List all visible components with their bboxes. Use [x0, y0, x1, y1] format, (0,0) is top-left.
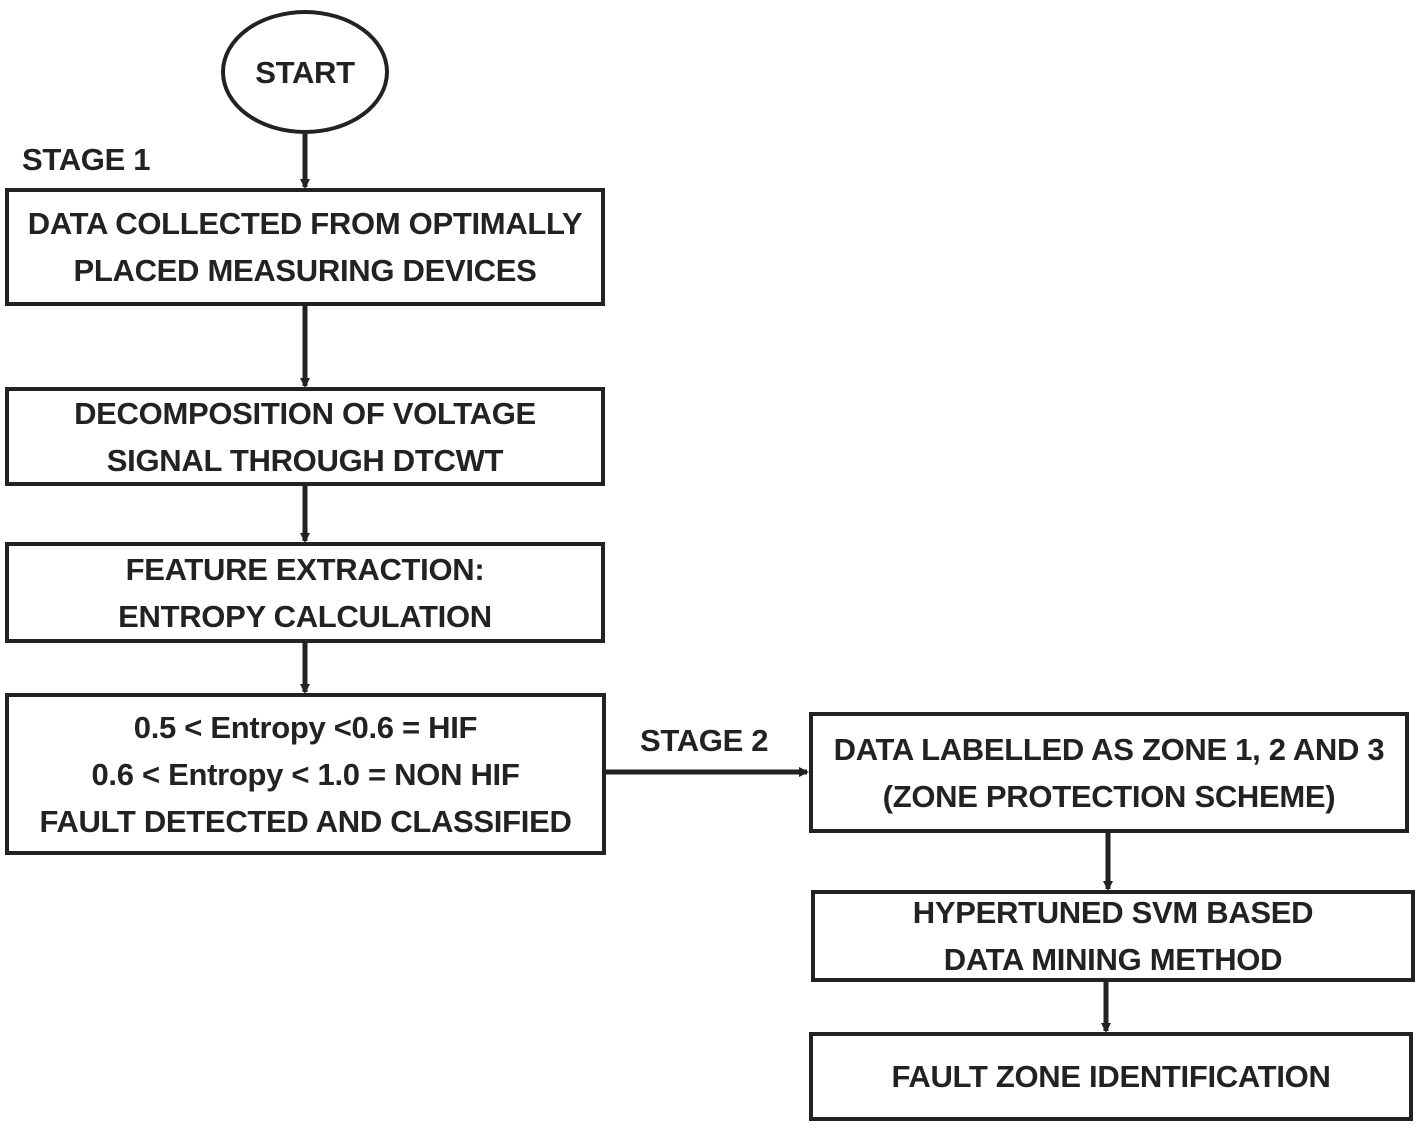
feature-extraction-line-1: FEATURE EXTRACTION:: [125, 551, 485, 587]
start-label: START: [255, 54, 355, 90]
decomposition-line-1: DECOMPOSITION OF VOLTAGE: [74, 395, 536, 431]
feature-extraction-line-2: ENTROPY CALCULATION: [118, 598, 492, 634]
stage-1-label: STAGE 1: [22, 142, 151, 177]
zone-labelling-line-1: DATA LABELLED AS ZONE 1, 2 AND 3: [833, 731, 1385, 767]
zone-labelling-line-2: (ZONE PROTECTION SCHEME): [882, 778, 1336, 814]
data-collection-line-1: DATA COLLECTED FROM OPTIMALLY: [27, 206, 583, 241]
feature-extraction-box: FEATURE EXTRACTION: ENTROPY CALCULATION: [5, 542, 605, 643]
decomposition-line-2: SIGNAL THROUGH DTCWT: [106, 442, 504, 478]
data-collection-box: DATA COLLECTED FROM OPTIMALLY PLACED MEA…: [5, 188, 605, 306]
data-collection-line-2: PLACED MEASURING DEVICES: [73, 253, 537, 288]
svm-mining-line-1: HYPERTUNED SVM BASED: [912, 895, 1314, 930]
fault-zone-box: FAULT ZONE IDENTIFICATION: [809, 1032, 1413, 1121]
svm-mining-box: HYPERTUNED SVM BASED DATA MINING METHOD: [811, 890, 1415, 982]
classification-box: 0.5 < Entropy <0.6 = HIF 0.6 < Entropy <…: [5, 693, 606, 855]
zone-labelling-box: DATA LABELLED AS ZONE 1, 2 AND 3 (ZONE P…: [809, 712, 1409, 833]
fault-zone-line-1: FAULT ZONE IDENTIFICATION: [891, 1059, 1331, 1094]
start-node: START: [221, 10, 389, 134]
classification-line-2: 0.6 < Entropy < 1.0 = NON HIF: [91, 756, 520, 792]
classification-line-3: FAULT DETECTED AND CLASSIFIED: [39, 803, 572, 839]
stage-2-label: STAGE 2: [640, 723, 769, 758]
svm-mining-line-2: DATA MINING METHOD: [943, 942, 1283, 977]
decomposition-box: DECOMPOSITION OF VOLTAGE SIGNAL THROUGH …: [5, 387, 605, 486]
classification-line-1: 0.5 < Entropy <0.6 = HIF: [133, 709, 478, 745]
